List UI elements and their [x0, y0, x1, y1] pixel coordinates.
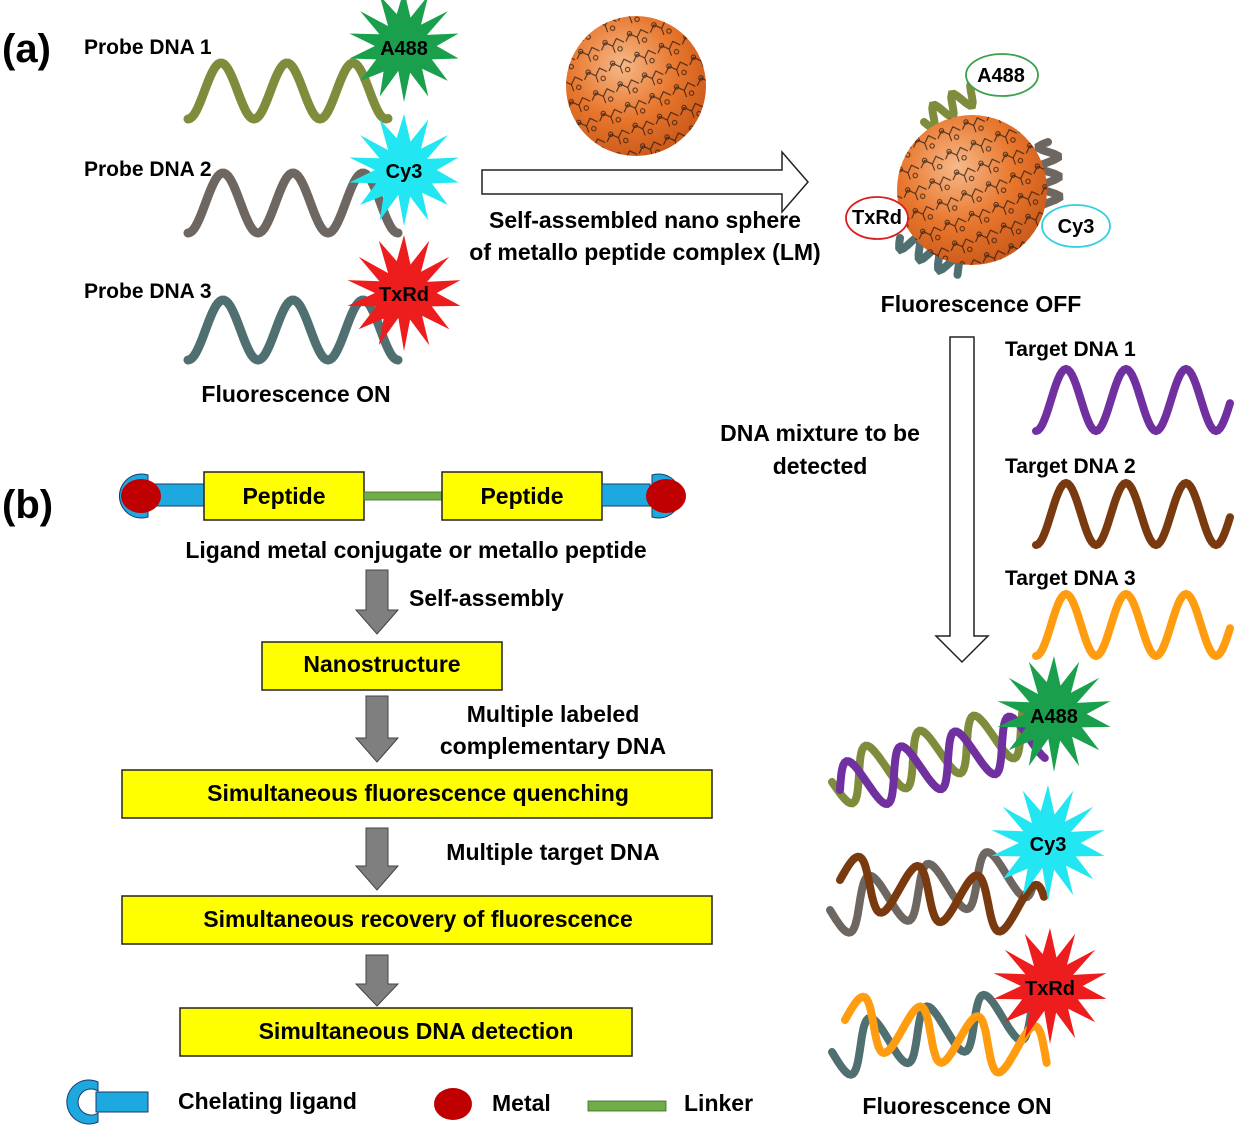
legend-ligand-label: Chelating ligand [178, 1088, 357, 1114]
sphere-tag-cy3: Cy3 [1058, 216, 1095, 238]
probe-1-label: Probe DNA 1 [84, 36, 212, 59]
sphere-caption: Fluorescence OFF [881, 291, 1082, 317]
metallo-peptide-conjugate [118, 471, 686, 521]
nanosphere-quenched [897, 115, 1047, 265]
duplex-1-dye-burst [997, 656, 1111, 772]
bound-probe-2-strand [1034, 138, 1064, 211]
bound-probe-1-strand [920, 78, 985, 132]
duplex-2-dye-label: Cy3 [1030, 834, 1067, 856]
target-1-strand [1032, 364, 1234, 436]
flow-arrow-4 [354, 954, 400, 1007]
legend-metal-swatch [434, 1088, 472, 1120]
probe-3-dye-burst [347, 235, 461, 351]
probe-2-strand [183, 168, 403, 238]
conjugate-caption: Ligand metal conjugate or metallo peptid… [185, 537, 646, 563]
target-3-label: Target DNA 3 [1005, 567, 1136, 590]
probe-3-dye-label: TxRd [379, 284, 429, 306]
sphere-tag-txrd-ring [845, 196, 909, 240]
target-1-label: Target DNA 1 [1005, 338, 1136, 361]
legend-ligand-swatch [66, 1079, 149, 1125]
duplex-3-dye-label: TxRd [1025, 978, 1075, 1000]
duplex-1-probe-strand [828, 703, 1028, 808]
sphere-tag-txrd: TxRd [852, 207, 902, 229]
legend-linker-label: Linker [684, 1090, 753, 1116]
step-2-box [121, 769, 713, 819]
probe-2-dye-burst [349, 114, 459, 226]
target-2-label: Target DNA 2 [1005, 455, 1136, 478]
peptide-left: Peptide [242, 483, 325, 509]
step-2-box-label: Simultaneous fluorescence quenching [207, 780, 629, 806]
probe-3-strand [183, 295, 403, 365]
target-2-strand [1032, 478, 1234, 550]
nanosphere-free [566, 16, 706, 156]
probe-1-strand [183, 58, 393, 124]
probe-2-dye-label: Cy3 [386, 161, 423, 183]
step-3-box [121, 895, 713, 945]
probe-1-dye-burst [349, 0, 459, 102]
duplex-1-target-strand [836, 712, 1049, 808]
flow-arrow-1 [354, 569, 400, 635]
step-1-arrow-label: Self-assembly [409, 585, 564, 611]
legend-metal-label: Metal [492, 1090, 551, 1116]
duplex-1-dye-label: A488 [1030, 706, 1078, 728]
flow-arrow-3 [354, 827, 400, 891]
mixture-label-1: DNA mixture to be [720, 420, 920, 446]
mixture-arrow [934, 336, 990, 664]
step-3-arrow-label: Multiple target DNA [446, 839, 659, 865]
step-2-arrow-label-1: Multiple labeled [467, 701, 640, 727]
peptide-right: Peptide [480, 483, 563, 509]
panel-b-label: (b) [2, 483, 53, 527]
step-4-box [179, 1007, 633, 1057]
step-1-box [261, 641, 503, 691]
assembly-arrow-label-1: Self-assembled nano sphere [489, 207, 801, 233]
sphere-tag-a488-ring [965, 53, 1039, 97]
sphere-tag-a488: A488 [977, 65, 1025, 87]
step-4-box-label: Simultaneous DNA detection [259, 1018, 574, 1044]
duplex-2-dye-burst [991, 785, 1105, 901]
assembly-arrow [481, 149, 809, 215]
duplex-3-target-strand [841, 992, 1051, 1077]
probe-3-label: Probe DNA 3 [84, 280, 212, 303]
target-3-strand [1032, 589, 1234, 661]
panel-a-label: (a) [2, 27, 51, 71]
probe-1-dye-label: A488 [380, 38, 428, 60]
legend-linker-swatch [587, 1100, 667, 1112]
assembly-arrow-label-2: of metallo peptide complex (LM) [469, 239, 820, 265]
duplex-2-target-strand [836, 852, 1048, 936]
sphere-tag-cy3-ring [1041, 204, 1111, 248]
flow-arrow-2 [354, 695, 400, 763]
step-2-arrow-label-2: complementary DNA [440, 733, 666, 759]
duplex-3-dye-burst [993, 928, 1107, 1044]
duplex-3-probe-strand [828, 984, 1040, 1079]
probes-caption: Fluorescence ON [201, 381, 390, 407]
mixture-label-2: detected [773, 453, 868, 479]
step-3-box-label: Simultaneous recovery of fluorescence [203, 906, 633, 932]
step-1-box-label: Nanostructure [303, 651, 460, 677]
duplex-caption: Fluorescence ON [862, 1093, 1051, 1119]
probe-2-label: Probe DNA 2 [84, 158, 212, 181]
